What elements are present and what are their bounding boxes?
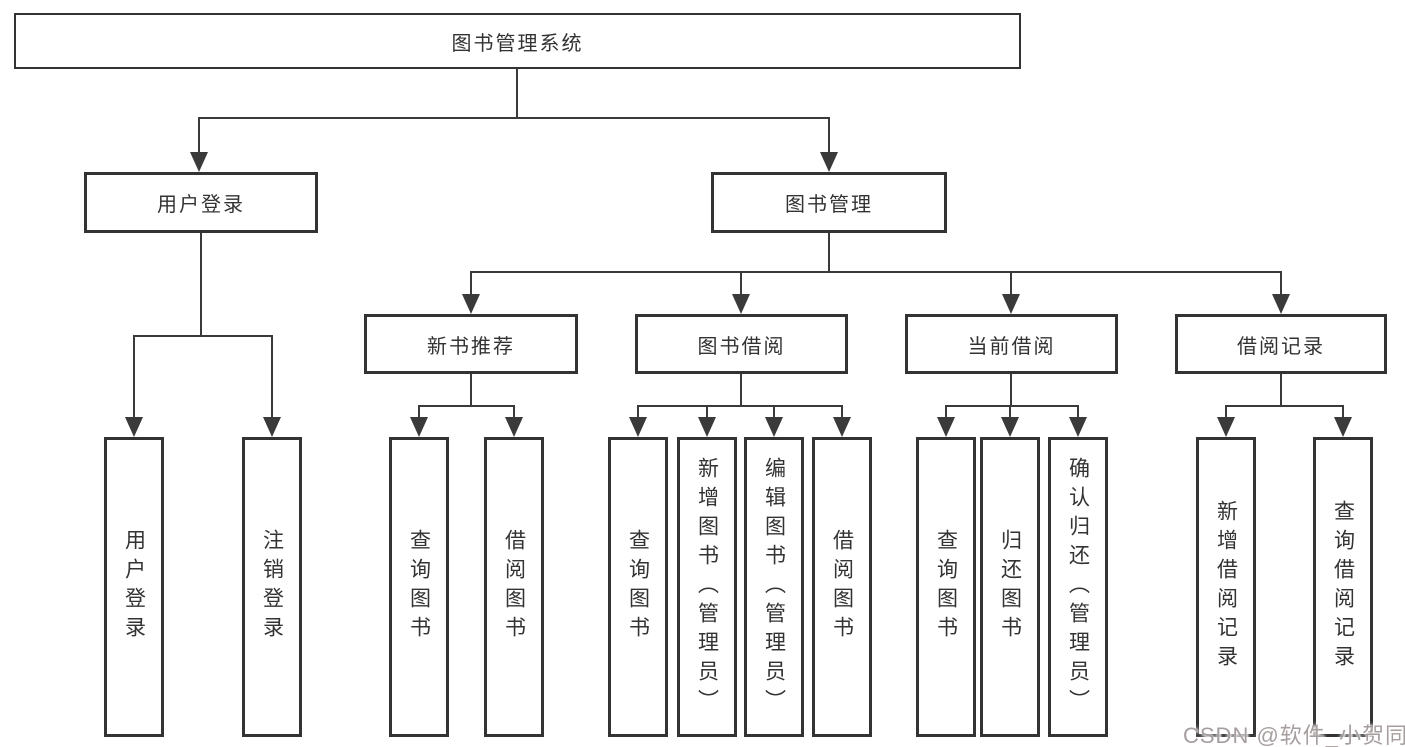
leaf-br-query-record-label: 查询借阅记录 [1331,500,1355,674]
connector-book-borrow-hline [637,405,843,407]
connector-book-borrow-drop-1 [637,405,639,419]
node-borrow-records: 借阅记录 [1175,314,1387,374]
leaf-logout-label: 注销登录 [260,529,284,645]
arrowhead-to-new-book [462,294,480,314]
leaf-bb-edit-books-admin-label: 编辑图书（管理员） [762,456,786,718]
connector-new-book-hline [418,405,515,407]
leaf-logout: 注销登录 [242,437,302,737]
arrowhead-nb-borrow [505,417,523,437]
leaf-bb-add-books-admin: 新增图书（管理员） [677,437,737,737]
connector-root-hline [198,117,830,119]
connector-current-borrow-stem [1010,374,1012,407]
connector-user-login-hline [133,335,273,337]
arrowhead-cb-return [1001,417,1019,437]
arrowhead-bb-borrow [833,417,851,437]
leaf-cb-return-books: 归还图书 [980,437,1040,737]
arrowhead-bb-query [629,417,647,437]
arrowhead-to-book-management [820,152,838,172]
node-root-system: 图书管理系统 [14,13,1021,69]
connector-new-book-drop-1 [418,405,420,419]
connector-borrow-records-hline [1225,405,1344,407]
connector-book-mgmt-drop-3 [1010,271,1012,296]
leaf-nb-borrow-books: 借阅图书 [484,437,544,737]
leaf-nb-query-books: 查询图书 [389,437,449,737]
leaf-br-add-record-label: 新增借阅记录 [1214,500,1238,674]
arrowhead-br-add [1217,417,1235,437]
node-new-book-recommend-label: 新书推荐 [427,335,515,358]
arrowhead-cb-query [937,417,955,437]
leaf-cb-confirm-return-admin: 确认归还（管理员） [1048,437,1108,737]
node-new-book-recommend: 新书推荐 [364,314,578,374]
leaf-bb-query-books: 查询图书 [608,437,668,737]
leaf-bb-add-books-admin-label: 新增图书（管理员） [695,456,719,718]
leaf-nb-query-books-label: 查询图书 [407,529,431,645]
leaf-cb-return-books-label: 归还图书 [998,529,1022,645]
connector-book-borrow-drop-3 [773,405,775,419]
leaf-br-add-record: 新增借阅记录 [1196,437,1256,737]
connector-new-book-drop-2 [513,405,515,419]
connector-borrow-records-drop-2 [1342,405,1344,419]
connector-book-mgmt-drop-2 [740,271,742,296]
connector-user-login-drop-2 [271,335,273,419]
leaf-user-login-label: 用户登录 [122,529,146,645]
connector-current-borrow-hline [945,405,1079,407]
node-user-login: 用户登录 [84,172,318,233]
arrowhead-to-current-borrow [1002,294,1020,314]
arrowhead-to-login-leaf [125,417,143,437]
node-borrow-records-label: 借阅记录 [1237,335,1325,358]
node-book-borrowing: 图书借阅 [635,314,848,374]
connector-borrow-records-drop-1 [1225,405,1227,419]
connector-book-mgmt-drop-1 [470,271,472,296]
node-current-borrowing: 当前借阅 [905,314,1118,374]
leaf-bb-query-books-label: 查询图书 [626,529,650,645]
arrowhead-to-user-login [190,152,208,172]
csdn-watermark: CSDN @软件_小贺同学 [1183,723,1405,747]
connector-root-right-drop [828,117,830,155]
node-current-borrowing-label: 当前借阅 [967,335,1056,358]
connector-user-login-stem [200,233,202,337]
leaf-cb-query-books: 查询图书 [916,437,976,737]
node-user-login-label: 用户登录 [157,194,245,216]
leaf-bb-edit-books-admin: 编辑图书（管理员） [744,437,804,737]
arrowhead-br-query [1334,417,1352,437]
arrowhead-bb-edit [765,417,783,437]
leaf-cb-query-books-label: 查询图书 [934,529,958,645]
connector-book-borrow-stem [740,374,742,407]
node-book-borrowing-label: 图书借阅 [697,335,786,358]
connector-current-borrow-drop-1 [945,405,947,419]
leaf-user-login: 用户登录 [104,437,164,737]
connector-book-mgmt-stem [828,233,830,273]
connector-current-borrow-drop-2 [1009,405,1011,419]
arrowhead-cb-confirm [1069,417,1087,437]
leaf-cb-confirm-return-admin-label: 确认归还（管理员） [1066,456,1090,718]
arrowhead-to-book-borrow [732,294,750,314]
node-book-management-label: 图书管理 [785,194,873,216]
arrowhead-bb-add [698,417,716,437]
arrowhead-to-borrow-records [1272,294,1290,314]
connector-book-mgmt-drop-4 [1280,271,1282,296]
node-root-label: 图书管理系统 [451,32,584,55]
connector-book-borrow-drop-2 [706,405,708,419]
leaf-bb-borrow-books: 借阅图书 [812,437,872,737]
connector-root-stem [516,69,518,119]
connector-book-borrow-drop-4 [841,405,843,419]
leaf-bb-borrow-books-label: 借阅图书 [830,529,854,645]
leaf-br-query-record: 查询借阅记录 [1313,437,1373,737]
node-book-management: 图书管理 [711,172,947,233]
leaf-nb-borrow-books-label: 借阅图书 [502,529,526,645]
connector-new-book-stem [470,374,472,407]
arrowhead-nb-query [410,417,428,437]
connector-borrow-records-stem [1280,374,1282,407]
connector-user-login-drop-1 [133,335,135,419]
connector-root-left-drop [198,117,200,155]
connector-book-mgmt-hline [470,271,1282,273]
arrowhead-to-logout-leaf [263,417,281,437]
connector-current-borrow-drop-3 [1077,405,1079,419]
